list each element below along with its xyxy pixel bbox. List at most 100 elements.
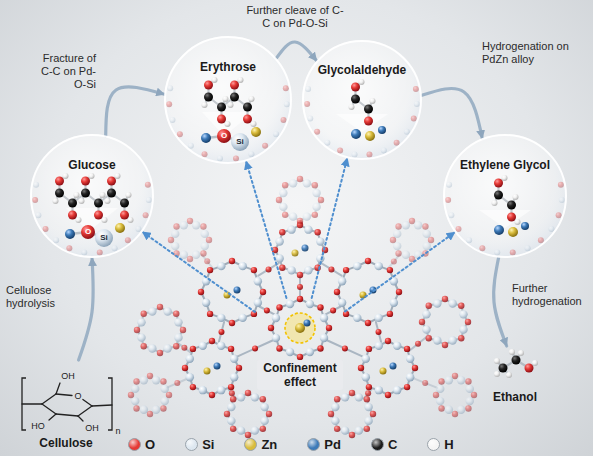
atom-ball bbox=[268, 325, 274, 331]
atom-ball bbox=[320, 334, 328, 342]
atom-ball bbox=[448, 299, 456, 307]
atom-ball bbox=[168, 237, 174, 243]
atom-ball bbox=[341, 393, 349, 401]
atom-ball bbox=[331, 403, 339, 411]
reaction-arrow bbox=[422, 89, 482, 139]
atom-ball bbox=[393, 386, 401, 394]
atom-ball bbox=[422, 310, 430, 318]
atom-ball bbox=[306, 348, 314, 356]
atom-ball bbox=[143, 212, 149, 218]
species-name: Glycolaldehyde bbox=[318, 63, 406, 77]
atom-ball bbox=[402, 251, 410, 259]
atom-ball bbox=[218, 329, 224, 335]
bubble-art bbox=[443, 134, 567, 258]
atom-ball bbox=[438, 378, 444, 384]
formula-bond bbox=[22, 403, 42, 404]
bond-stick bbox=[413, 378, 437, 388]
bubble-fill bbox=[30, 134, 154, 258]
atom-ball bbox=[409, 218, 415, 224]
atom-ball bbox=[289, 179, 297, 187]
atom-ball bbox=[204, 81, 213, 90]
atom-ball bbox=[295, 323, 305, 333]
atom-ball bbox=[366, 384, 372, 390]
atom-ball bbox=[230, 373, 238, 381]
atom-ball bbox=[364, 117, 373, 126]
atom-ball bbox=[385, 338, 391, 344]
atom-ball bbox=[279, 264, 285, 270]
atom-ball bbox=[248, 151, 254, 157]
atom-ball bbox=[140, 406, 148, 414]
atom-ball bbox=[359, 79, 365, 85]
atom-ball bbox=[128, 217, 134, 223]
atom-ball bbox=[370, 98, 376, 104]
formula-bond bbox=[83, 400, 92, 407]
atom-ball bbox=[182, 365, 188, 371]
atom-ball bbox=[494, 371, 500, 377]
atom-ball bbox=[349, 390, 355, 396]
atom-ball bbox=[423, 242, 431, 250]
atom-ball bbox=[167, 85, 173, 91]
atom-ball bbox=[131, 397, 139, 405]
atom-ball bbox=[385, 392, 391, 398]
bond-stick bbox=[326, 307, 341, 315]
atom-ball bbox=[94, 199, 103, 208]
atom-ball bbox=[365, 390, 371, 396]
atom-ball bbox=[331, 417, 339, 425]
atom-ball bbox=[316, 237, 324, 245]
atom-ball bbox=[390, 299, 398, 307]
atom-ball bbox=[433, 336, 441, 344]
atom-ball bbox=[236, 365, 242, 371]
atom-ball bbox=[230, 81, 239, 90]
atom-ball bbox=[53, 198, 59, 204]
atom-ball bbox=[330, 307, 336, 313]
atom-ball bbox=[297, 176, 303, 182]
atom-ball bbox=[171, 242, 179, 250]
legend-text: Zn bbox=[261, 437, 277, 452]
bond-stick bbox=[376, 322, 381, 342]
atom-ball bbox=[217, 262, 225, 270]
legend-swatch bbox=[427, 438, 440, 451]
atom-ball bbox=[202, 299, 210, 307]
atom-ball bbox=[393, 242, 401, 250]
atom-ball bbox=[317, 304, 323, 310]
atom-ball bbox=[442, 342, 448, 348]
atom-ball bbox=[238, 77, 244, 83]
atom-ball bbox=[148, 307, 156, 315]
atom-ball bbox=[558, 182, 564, 188]
atom-ball bbox=[433, 392, 439, 398]
atom-ball bbox=[228, 384, 234, 390]
atom-ball bbox=[366, 151, 372, 157]
atom-ball bbox=[422, 223, 428, 229]
atom-ball bbox=[334, 396, 340, 402]
atom-ball bbox=[254, 299, 262, 307]
atom-ball bbox=[283, 85, 289, 91]
atom-ball bbox=[341, 426, 349, 434]
atom-ball bbox=[157, 304, 163, 310]
atom-ball bbox=[190, 384, 196, 390]
atom-ball bbox=[115, 173, 121, 179]
atom-ball bbox=[79, 198, 85, 204]
atom-ball bbox=[506, 372, 512, 378]
atom-ball bbox=[307, 116, 313, 122]
atom-ball bbox=[442, 296, 448, 302]
atom-ball bbox=[217, 115, 226, 124]
atom-ball bbox=[375, 386, 383, 394]
pore-ring bbox=[272, 222, 328, 278]
atom-ball bbox=[559, 197, 565, 203]
atom-ball bbox=[471, 392, 477, 398]
bubble-art bbox=[30, 134, 154, 258]
atom-ball bbox=[304, 266, 312, 274]
step-label: Further cleave of C-C on Pd-O-Si bbox=[243, 4, 347, 30]
bubble-fill bbox=[164, 36, 292, 164]
atom-ball bbox=[465, 378, 471, 384]
atom-ball bbox=[180, 251, 188, 259]
species-name: Glucose bbox=[68, 158, 115, 172]
atom-ball bbox=[97, 249, 103, 255]
atom-ball bbox=[140, 376, 148, 384]
step-label: Fracture of C-C on Pd-O-Si bbox=[30, 52, 96, 91]
atom-ball bbox=[448, 212, 454, 218]
atom-ball bbox=[266, 411, 272, 417]
atom-ball bbox=[426, 303, 432, 309]
atom-ball bbox=[204, 258, 210, 264]
atom-ball bbox=[279, 189, 287, 197]
